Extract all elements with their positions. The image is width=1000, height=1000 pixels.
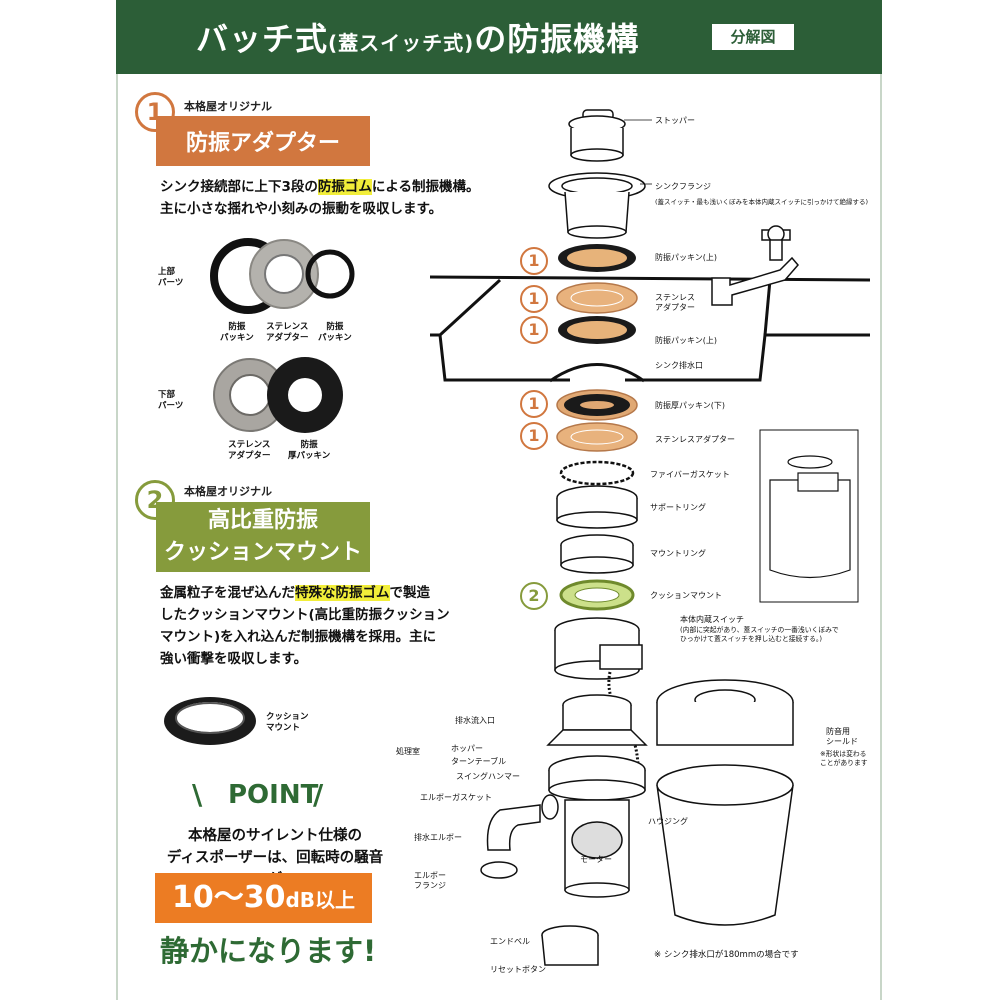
label-hammer: スイングハンマー xyxy=(456,772,520,781)
section1-description: シンク接続部に上下3段の防振ゴムによる制振機構。 主に小さな揺れや小刻みの振動を… xyxy=(160,179,480,217)
label-end-bell: エンドベル xyxy=(490,937,530,946)
label-reset: リセットボタン xyxy=(490,965,546,974)
label-motor: モーター xyxy=(580,855,612,864)
label-shield: 防音用 シールド xyxy=(826,727,858,746)
label-stopper: ストッパー xyxy=(655,116,695,125)
upper-part-adapter: ステレンス アダプター xyxy=(266,322,309,343)
cushion-mount-image xyxy=(164,697,256,745)
stopper-part xyxy=(568,109,626,162)
upper-part-packing-1: 防振 パッキン xyxy=(220,322,254,343)
label-drain: シンク排水口 xyxy=(655,361,703,370)
flange-part xyxy=(548,172,646,239)
label-hopper: ホッパー xyxy=(451,744,483,753)
label-shield-note: ※形状は変わる ことがあります xyxy=(820,750,868,767)
point-slash-right: / xyxy=(313,778,324,811)
quiet-text: 静かになります! xyxy=(160,934,377,968)
label-support-ring: サポートリング xyxy=(650,503,706,512)
upper-part-packing-2: 防振 パッキン xyxy=(318,322,352,343)
shield-part xyxy=(656,679,794,926)
label-turntable: ターンテーブル xyxy=(451,757,507,766)
lower-parts-label: 下部 パーツ xyxy=(158,390,184,411)
point-text: 本格屋のサイレント仕様の ディスポーザーは、回転時の騒音が xyxy=(166,828,384,888)
page-frame xyxy=(116,0,882,1000)
label-housing: ハウジング xyxy=(648,817,688,826)
section1-badge: 本格屋オリジナル xyxy=(184,100,272,113)
exploded-view-tag: 分解図 xyxy=(712,24,794,50)
section1-heading: 防振アダプター xyxy=(156,116,370,166)
exploded-diagram xyxy=(429,109,870,966)
label-stainless-adapter-2: ステンレスアダプター xyxy=(655,435,735,444)
lower-part-thick-packing: 防振 厚パッキン xyxy=(288,440,331,461)
label-footnote: ※ シンク排水口が180mmの場合です xyxy=(654,950,799,960)
marker-packing-top: 1 xyxy=(520,247,548,275)
label-packing-top: 防振パッキン(上) xyxy=(655,253,718,262)
marker-packing-top-2: 1 xyxy=(520,316,548,344)
label-switch: 本体内蔵スイッチ xyxy=(680,615,744,624)
label-switch-note: (内部に突起があり、蓋スイッチの一番浅いくぼみで ひっかけて蓋スイッチを押し込む… xyxy=(680,626,839,643)
upper-parts-label: 上部 パーツ xyxy=(158,267,184,288)
cushion-mount-label: クッション マウント xyxy=(266,712,309,733)
section2-number: 2 xyxy=(135,480,175,520)
upper-parts-image xyxy=(210,238,355,314)
label-mount-ring: マウントリング xyxy=(650,549,706,558)
lower-parts-image xyxy=(213,357,343,433)
label-cushion-mount: クッションマウント xyxy=(650,591,722,600)
point-slash-left: \ xyxy=(192,778,203,811)
label-flange-note: (蓋スイッチ・最も浅いくぼみを本体内蔵スイッチに引っかけて絶縁する) xyxy=(655,198,869,206)
marker-thick-packing: 1 xyxy=(520,390,548,418)
label-chamber: 処理室 xyxy=(396,747,420,756)
marker-stainless-adapter-2: 1 xyxy=(520,422,548,450)
label-thick-packing: 防振厚パッキン(下) xyxy=(655,401,726,410)
page-title: バッチ式(蓋スイッチ式)の防振機構 xyxy=(196,20,640,58)
faucet xyxy=(711,225,799,306)
noise-reduction-value: 10〜30dB以上 xyxy=(155,873,372,923)
label-fiber-gasket: ファイバーガスケット xyxy=(650,470,730,479)
point-title: POINT xyxy=(228,780,319,810)
section2-heading: 高比重防振 クッションマウント xyxy=(156,502,370,572)
lower-part-adapter: ステレンス アダプター xyxy=(228,440,271,461)
marker-cushion-mount: 2 xyxy=(520,582,548,610)
label-elbow-gasket: エルボーガスケット xyxy=(420,793,492,802)
label-packing-top-2: 防振パッキン(上) xyxy=(655,336,718,345)
section2-description: 金属粒子を混ぜ込んだ特殊な防振ゴムで製造 したクッションマウント(高比重防振クッ… xyxy=(160,585,450,667)
label-stainless-adapter: ステンレス アダプター xyxy=(655,293,695,312)
label-flange: シンクフランジ xyxy=(655,182,711,191)
label-inlet: 排水流入口 xyxy=(455,716,495,725)
marker-stainless-adapter: 1 xyxy=(520,285,548,313)
section2-badge: 本格屋オリジナル xyxy=(184,485,272,498)
label-elbow-flange: エルボー フランジ xyxy=(414,871,446,890)
label-elbow: 排水エルボー xyxy=(414,833,462,842)
